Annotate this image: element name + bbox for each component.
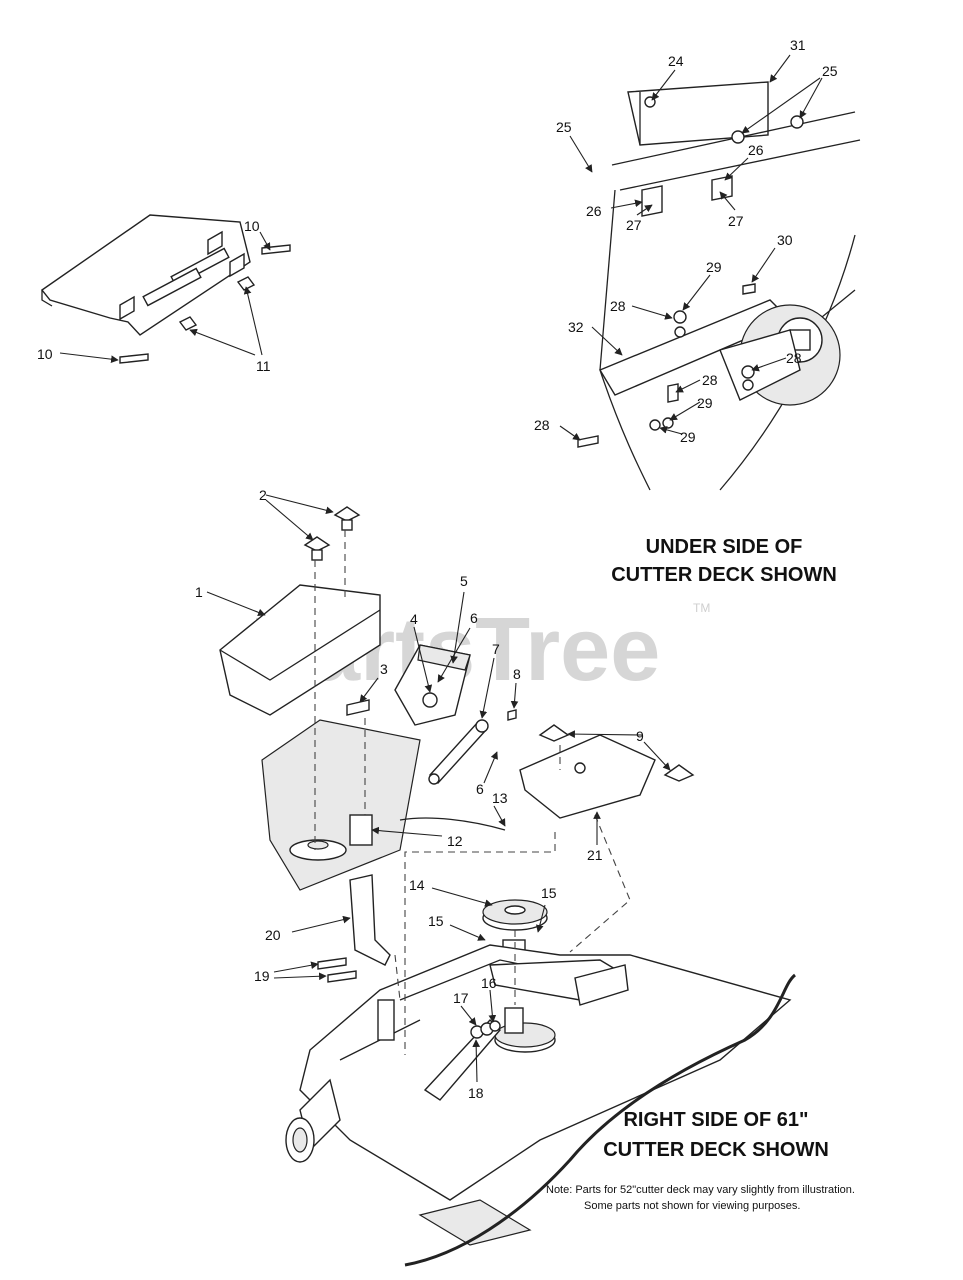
leader-lines <box>59 54 823 1083</box>
callout-14: 14 <box>409 877 425 893</box>
callout-28b: 28 <box>786 350 802 366</box>
callout-29a: 29 <box>706 259 722 275</box>
callout-20: 20 <box>265 927 281 943</box>
callout-22: 24 <box>668 53 684 69</box>
callout-16: 16 <box>481 975 497 991</box>
callout-15a: 15 <box>541 885 557 901</box>
callout-10a: 10 <box>244 218 260 234</box>
callout-19: 19 <box>254 968 270 984</box>
callout-28c: 29 <box>680 429 696 445</box>
callout-26a: 27 <box>728 213 744 229</box>
callout-17: 17 <box>453 990 469 1006</box>
callout-13: 13 <box>492 790 508 806</box>
callout-24: 25 <box>822 63 838 79</box>
callout-32: 32 <box>568 319 584 335</box>
callout-4: 4 <box>410 611 418 627</box>
callout-29b: 29 <box>697 395 713 411</box>
caption-underside-line1: UNDER SIDE OF <box>646 536 803 558</box>
callout-31: 31 <box>790 37 806 53</box>
callout-30: 30 <box>777 232 793 248</box>
caption-rightside-line1: RIGHT SIDE OF 61" <box>623 1109 808 1131</box>
callout-26b: 27 <box>626 217 642 233</box>
note-line1: Note: Parts for 52"cutter deck may vary … <box>546 1184 855 1196</box>
callout-21: 21 <box>587 847 603 863</box>
callout-15b: 15 <box>428 913 444 929</box>
callout-25b: 26 <box>586 203 602 219</box>
callout-25a: 26 <box>748 142 764 158</box>
callout-6b: 6 <box>476 781 484 797</box>
callout-28a: 28 <box>610 298 626 314</box>
underside-deck-view <box>577 81 861 491</box>
callout-3: 3 <box>380 661 388 677</box>
callout-11: 11 <box>256 358 271 374</box>
watermark-tm: TM <box>693 601 710 615</box>
callout-6a: 6 <box>470 610 478 626</box>
callout-12: 12 <box>447 833 463 849</box>
caption-rightside-line2: CUTTER DECK SHOWN <box>603 1139 829 1161</box>
callout-10b: 10 <box>37 346 53 362</box>
caption-underside-line2: CUTTER DECK SHOWN <box>611 564 837 586</box>
callout-9: 9 <box>636 728 644 744</box>
callout-7: 7 <box>492 641 500 657</box>
callouts: 10 10 11 24 31 25 25 26 26 27 27 30 29 2… <box>37 37 838 1101</box>
deck-flap-detail <box>40 214 291 364</box>
callout-27b: 28 <box>534 417 550 433</box>
callout-5: 5 <box>460 573 468 589</box>
callout-8: 8 <box>513 666 521 682</box>
note-line2: Some parts not shown for viewing purpose… <box>584 1200 800 1212</box>
main-exploded-view <box>219 506 797 1267</box>
callout-2: 2 <box>259 487 267 503</box>
callout-23: 25 <box>556 119 572 135</box>
callout-18: 18 <box>468 1085 484 1101</box>
callout-27a: 28 <box>702 372 718 388</box>
callout-1: 1 <box>195 584 203 600</box>
